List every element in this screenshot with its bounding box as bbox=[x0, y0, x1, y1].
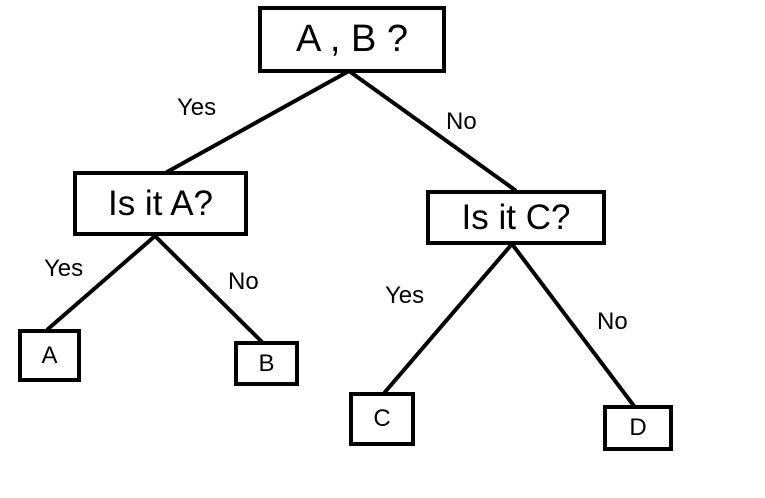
edge-root-to-left bbox=[165, 69, 351, 174]
left-question-label: Is it A? bbox=[107, 183, 214, 223]
edge-left-to-a bbox=[46, 234, 157, 331]
leaf-node-a: A bbox=[18, 329, 81, 382]
right-question-node: Is it C? bbox=[426, 190, 606, 245]
root-question-node: A , B ? bbox=[258, 6, 446, 73]
edge-label-left-b: No bbox=[228, 268, 259, 295]
edge-left-to-b bbox=[153, 234, 264, 344]
edge-label-right-c: Yes bbox=[385, 282, 425, 309]
left-question-node: Is it A? bbox=[73, 171, 248, 236]
edge-right-to-c bbox=[383, 242, 514, 394]
leaf-node-b: B bbox=[234, 341, 299, 386]
edge-label-root-right: No bbox=[446, 108, 477, 135]
root-question-label: A , B ? bbox=[296, 18, 408, 60]
edge-root-to-right bbox=[347, 69, 517, 192]
leaf-a-label: A bbox=[41, 341, 58, 369]
edge-label-right-d: No bbox=[597, 308, 628, 335]
leaf-b-label: B bbox=[258, 349, 275, 377]
leaf-node-c: C bbox=[349, 392, 415, 446]
edge-label-root-left: Yes bbox=[177, 94, 217, 121]
leaf-c-label: C bbox=[373, 405, 391, 432]
leaf-node-d: D bbox=[603, 405, 673, 451]
right-question-label: Is it C? bbox=[461, 197, 571, 237]
leaf-d-label: D bbox=[629, 414, 647, 441]
edge-right-to-d bbox=[510, 242, 636, 408]
edge-label-left-a: Yes bbox=[44, 255, 84, 282]
